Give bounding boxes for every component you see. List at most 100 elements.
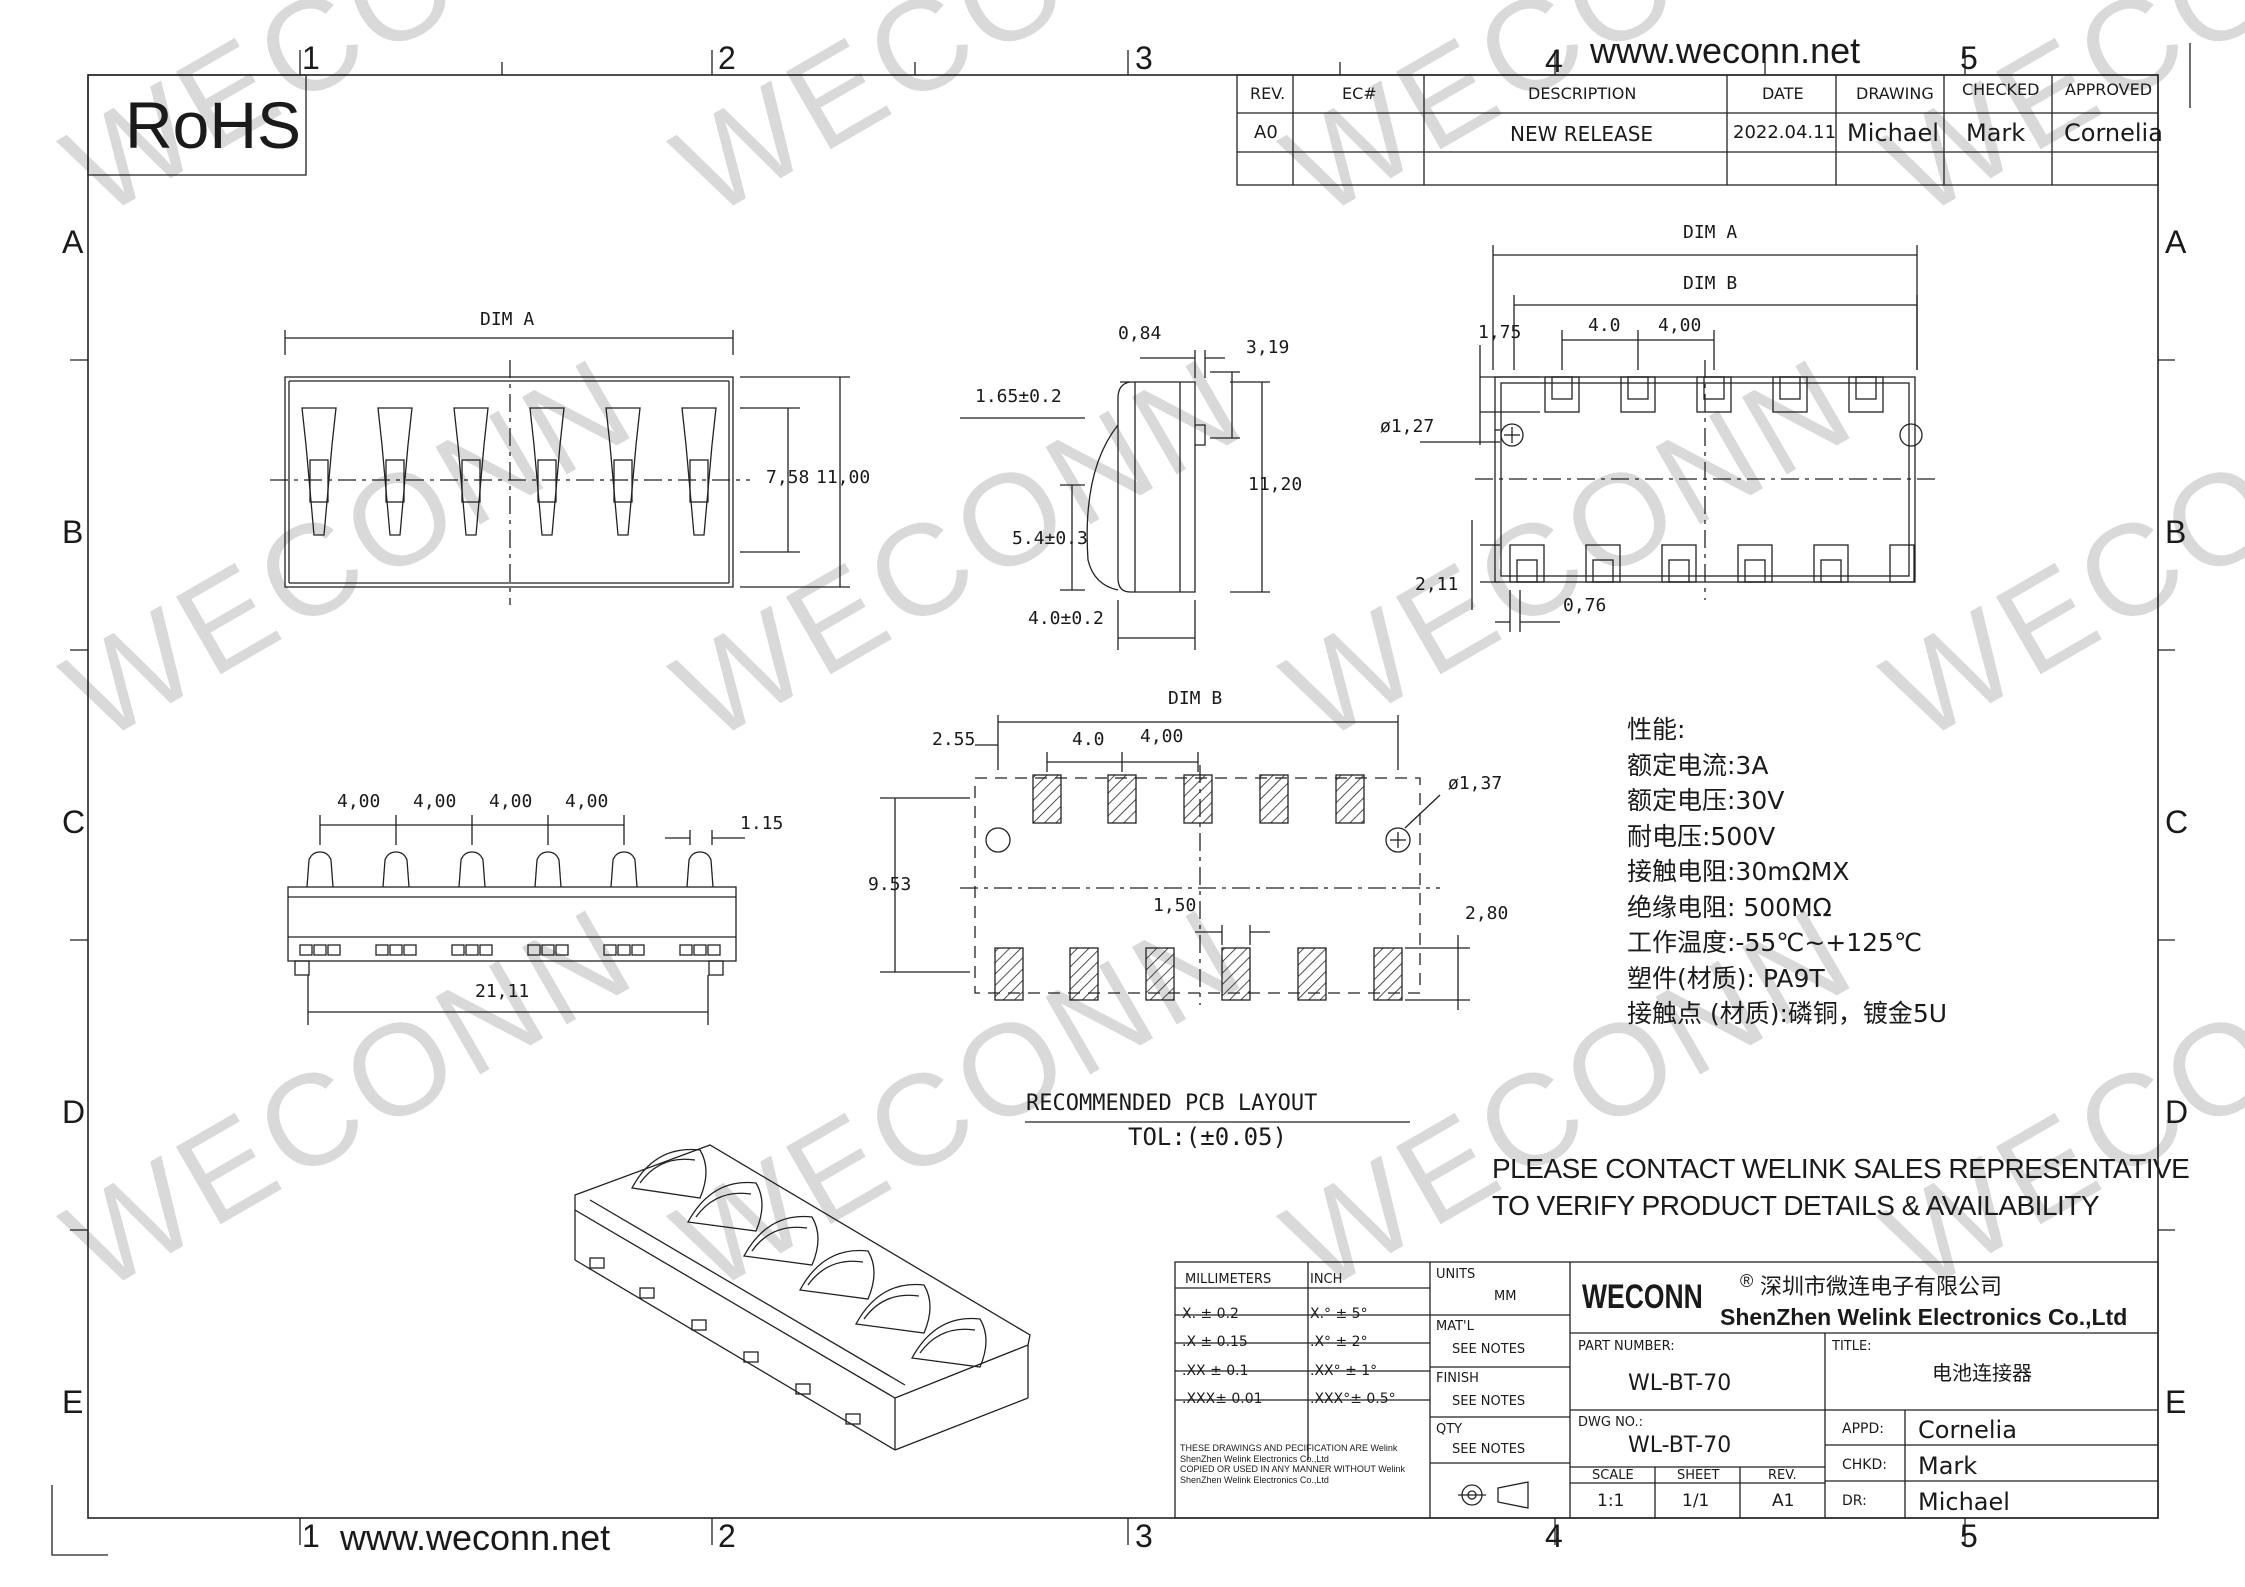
dim-label: 1,75 — [1478, 322, 1522, 343]
tb-tol-inch: .XXX°± 0.5° — [1310, 1391, 1396, 1407]
title-block-lines — [1174, 1261, 2159, 1519]
rev-header-ec: EC# — [1342, 84, 1377, 103]
notice-line-1: PLEASE CONTACT WELINK SALES REPRESENTATI… — [1492, 1153, 2190, 1184]
zone-column-1-bottom: 1 — [302, 1518, 320, 1554]
rev-row-date: 2022.04.11 — [1733, 122, 1837, 143]
tb-tol-inch: .XX° ± 1° — [1310, 1363, 1378, 1379]
dim-label: 2.55 — [932, 729, 976, 750]
rev-header-date: DATE — [1762, 84, 1804, 103]
dim-label: DIM A — [480, 309, 535, 330]
tb-rev-label: REV. — [1768, 1468, 1797, 1483]
zone-column-4-bottom: 4 — [1545, 1518, 1563, 1554]
zone-row-A-right: A — [2165, 224, 2187, 260]
legal-line: ShenZhen Welink Electronics Co.,Ltd — [1180, 1474, 1329, 1485]
dim-label: DIM B — [1168, 688, 1223, 709]
dim-label: ø1,37 — [1448, 773, 1503, 794]
tb-chkd-label: CHKD: — [1842, 1457, 1887, 1473]
rev-row-checked: Mark — [1966, 119, 2026, 147]
spec-item: 接触电阻:30mΩMX — [1627, 857, 1850, 886]
zone-column-1: 1 — [302, 40, 320, 76]
front-view — [287, 815, 745, 1025]
zone-row-B-right: B — [2165, 514, 2187, 550]
dim-label: ø1,27 — [1380, 416, 1435, 437]
tb-finish-label: FINISH — [1436, 1371, 1479, 1386]
dim-label: 4,00 — [565, 791, 609, 812]
tb-qty-label: QTY — [1436, 1422, 1463, 1437]
tb-chkd-value: Mark — [1918, 1452, 1978, 1480]
spec-item: 耐电压:500V — [1627, 821, 1776, 851]
zone-column-5-bottom: 5 — [1960, 1518, 1978, 1554]
website-url-top: www.weconn.net — [1590, 30, 1861, 71]
rev-header-drawing: DRAWING — [1856, 84, 1934, 103]
border-frame — [87, 74, 2159, 1519]
tb-dwg-value: WL-BT-70 — [1628, 1433, 1732, 1458]
zone-row-D-right: D — [2165, 1094, 2189, 1130]
rev-header-approved: APPROVED — [2065, 80, 2153, 99]
dim-label: 1.15 — [740, 813, 784, 834]
tb-tol-mm: .XX ± 0.1 — [1182, 1363, 1249, 1379]
isometric-view — [574, 1144, 1031, 1451]
dim-label: 21,11 — [475, 981, 530, 1002]
tb-matl-label: MAT'L — [1436, 1319, 1474, 1334]
dim-label: 9.53 — [868, 874, 912, 895]
pcb-layout-caption: RECOMMENDED PCB LAYOUT — [1026, 1091, 1318, 1116]
tb-inch-header: INCH — [1310, 1272, 1343, 1287]
zone-row-D: D — [62, 1094, 86, 1130]
notice-line-2: TO VERIFY PRODUCT DETAILS & AVAILABILITY — [1492, 1190, 2100, 1221]
dim-label: 0,76 — [1563, 595, 1607, 616]
spec-item: 工作温度:-55℃~+125℃ — [1627, 928, 1923, 957]
dim-label: DIM B — [1683, 273, 1738, 294]
tb-rev-value: A1 — [1772, 1491, 1795, 1511]
tb-appd-label: APPD: — [1842, 1421, 1884, 1437]
dim-label: 4,00 — [1140, 726, 1184, 747]
zone-column-3-bottom: 3 — [1135, 1518, 1153, 1554]
tb-title-label: TITLE: — [1832, 1339, 1872, 1354]
rev-row-rev: A0 — [1254, 122, 1278, 143]
dim-label: 4,00 — [1658, 315, 1702, 336]
tb-part-label: PART NUMBER: — [1578, 1339, 1675, 1354]
bottom-view — [1420, 245, 1935, 632]
zone-row-B: B — [62, 514, 84, 550]
tb-sheet-label: SHEET — [1677, 1468, 1720, 1483]
tb-dr-label: DR: — [1842, 1493, 1867, 1509]
registered-mark: ® — [1740, 1271, 1754, 1291]
zone-column-3: 3 — [1135, 40, 1153, 76]
tb-scale-value: 1:1 — [1597, 1491, 1625, 1511]
tolerance-note: TOL:(±0.05) — [1128, 1123, 1287, 1151]
tb-tol-inch: X.° ± 5° — [1310, 1306, 1368, 1322]
spec-list: 性能: 额定电流:3A 额定电压:30V 耐电压:500V 接触电阻:30mΩM… — [1627, 712, 1947, 1032]
zone-row-A: A — [62, 224, 84, 260]
dim-label: 4,00 — [337, 791, 381, 812]
dim-label: 1.65±0.2 — [975, 386, 1062, 407]
dim-label: 5.4±0.3 — [1012, 528, 1088, 549]
rev-header-rev: REV. — [1250, 84, 1286, 103]
tb-scale-label: SCALE — [1592, 1468, 1634, 1483]
zone-row-E: E — [62, 1384, 84, 1420]
zone-row-C-right: C — [2165, 804, 2189, 840]
tb-finish-value: SEE NOTES — [1452, 1394, 1526, 1409]
tb-title-value: 电池连接器 — [1932, 1361, 2032, 1385]
company-name-cn: 深圳市微连电子有限公司 — [1760, 1275, 2003, 1300]
dim-label: 2,11 — [1415, 574, 1459, 595]
legal-line: THESE DRAWINGS AND PECIFICATION ARE Weli… — [1180, 1443, 1398, 1453]
zone-row-C: C — [62, 804, 86, 840]
pcb-layout-view — [880, 715, 1470, 1123]
rev-row-drawing: Michael — [1847, 119, 1939, 147]
tb-tol-mm: X. ± 0.2 — [1182, 1306, 1239, 1322]
company-logo-text: WECONN — [1582, 1278, 1703, 1316]
tb-tol-mm: .XXX± 0.01 — [1182, 1391, 1263, 1407]
dim-label: 4,00 — [413, 791, 457, 812]
zone-column-4: 4 — [1545, 43, 1563, 79]
zone-column-2: 2 — [718, 40, 736, 76]
dim-label: 11,00 — [816, 467, 871, 488]
dim-label: DIM A — [1683, 222, 1738, 243]
zone-column-5: 5 — [1960, 40, 1978, 76]
dim-label: 2,80 — [1465, 903, 1509, 924]
tb-sheet-value: 1/1 — [1682, 1491, 1710, 1511]
spec-item: 接触点 (材质):磷铜，镀金5U — [1627, 999, 1948, 1028]
rev-row-description: NEW RELEASE — [1510, 122, 1654, 146]
rev-header-description: DESCRIPTION — [1528, 84, 1637, 103]
tb-appd-value: Cornelia — [1918, 1416, 2017, 1444]
spec-item: 性能: — [1627, 715, 1686, 744]
